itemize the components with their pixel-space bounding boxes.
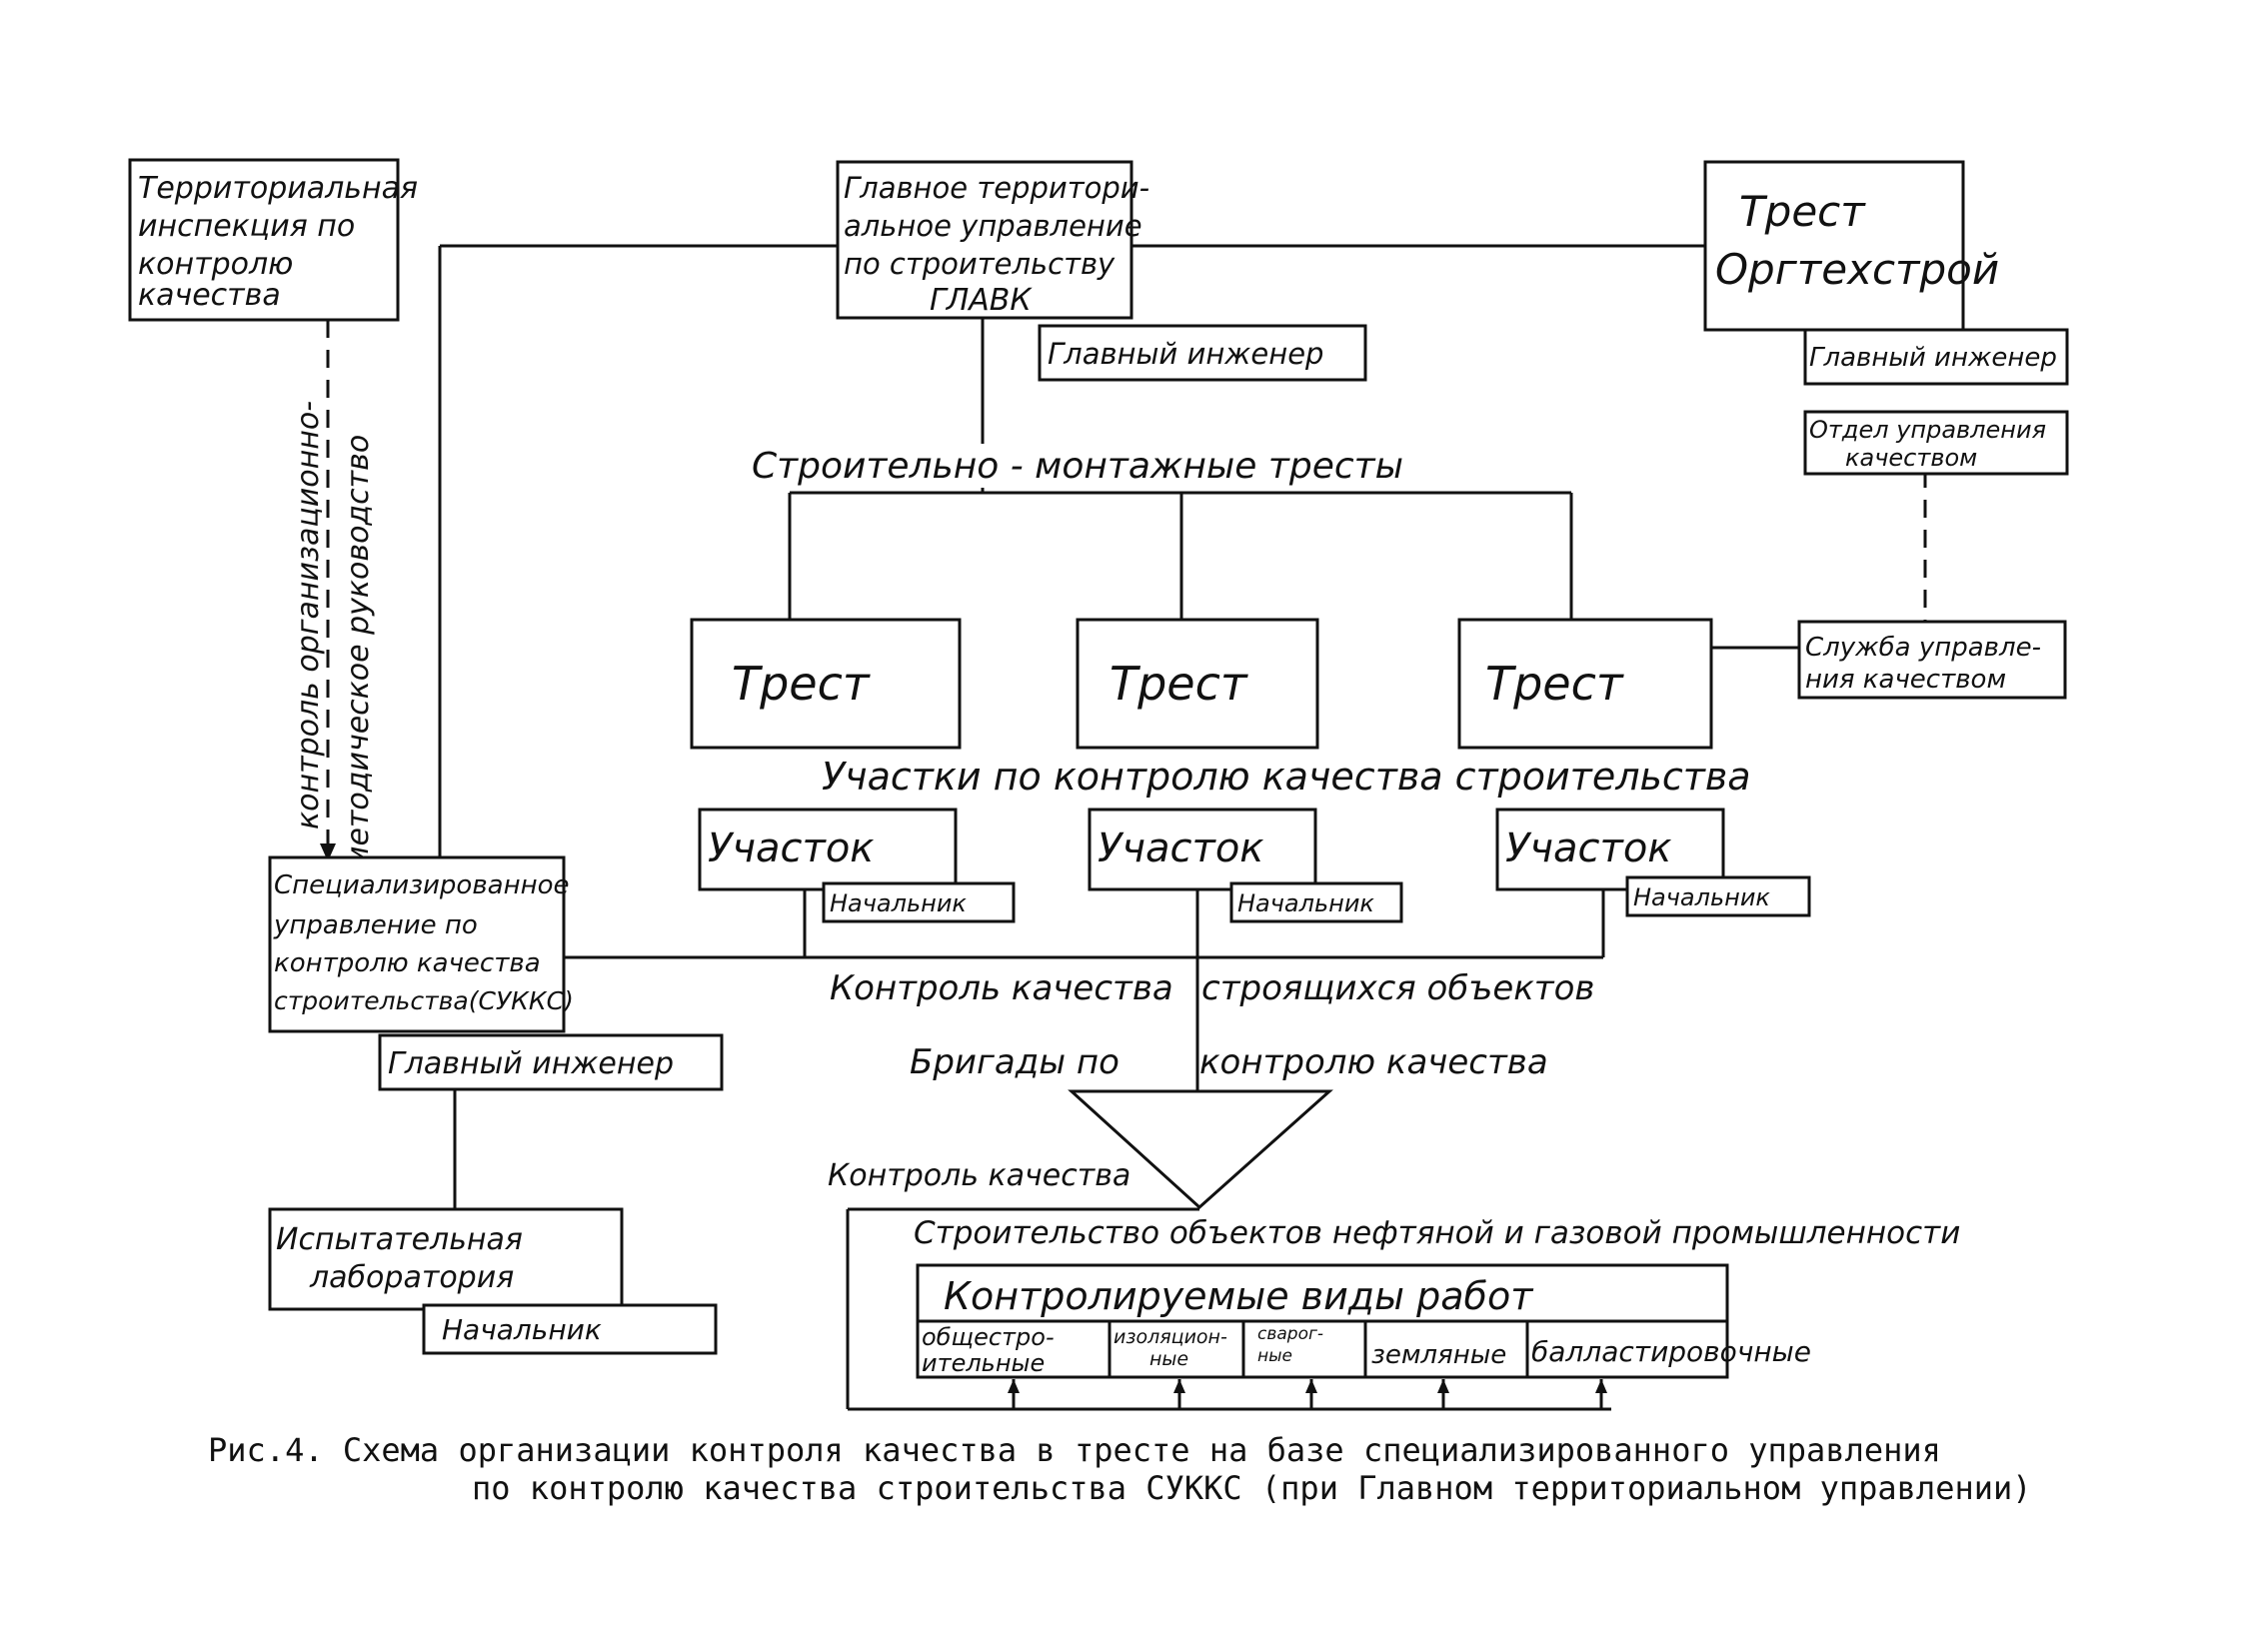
trust-box-2: Трест	[1076, 618, 1319, 750]
glavk-engineer-label: Главный инженер	[1048, 337, 1323, 371]
trust-label-1: Трест	[732, 657, 871, 711]
glavk-engineer-box: Главный инженер	[1038, 324, 1367, 382]
work-type-earth: земляные	[1371, 1340, 1506, 1370]
section-head-box-3: Начальник	[1625, 875, 1811, 917]
work-type-welding-1: сварог-	[1257, 1324, 1323, 1344]
sections-caption: Участки по контролю качества строительст…	[822, 755, 1751, 799]
section-head-label-1: Начальник	[830, 889, 967, 917]
sukks-engineer-label: Главный инженер	[388, 1046, 674, 1081]
control-label-left: Контроль качества	[830, 968, 1173, 1008]
section-label-2: Участок	[1098, 826, 1263, 871]
quality-service-line-2: ния качеством	[1805, 665, 2006, 695]
lab-head-label: Начальник	[442, 1313, 602, 1346]
inspection-line-3: контролю	[138, 247, 293, 282]
sukks-box: Специализированное управление по контрол…	[268, 855, 574, 1033]
caption-line-2: по контролю качества строительства СУККС…	[472, 1469, 2032, 1507]
glavk-box: Главное территори- альное управление по …	[836, 160, 1149, 320]
work-type-welding-2: ные	[1257, 1346, 1292, 1366]
trust-box-1: Трест	[690, 618, 962, 750]
quality-dept-box: Отдел управления качеством	[1803, 410, 2069, 476]
construction-block: Строительство объектов нефтяной и газово…	[848, 1207, 1960, 1251]
work-type-general-2: ительные	[922, 1349, 1045, 1377]
lab-line-1: Испытательная	[276, 1222, 523, 1257]
section-label-1: Участок	[708, 826, 874, 871]
vertical-label-guidance: -методическое руководство	[341, 435, 376, 879]
quality-service-line-1: Служба управле-	[1805, 633, 2041, 663]
section-label-3: Участок	[1505, 826, 1671, 871]
orgtech-engineer-label: Главный инженер	[1809, 343, 2057, 373]
work-types-header: Контролируемые виды работ	[944, 1274, 1534, 1318]
sukks-line-4: строительства(СУККС)	[274, 986, 574, 1015]
section-box-2: Участок	[1088, 808, 1317, 891]
quality-dept-line-2: качеством	[1845, 444, 1977, 472]
construction-label: Строительство объектов нефтяной и газово…	[914, 1215, 1960, 1251]
work-type-arrows	[1008, 1379, 1607, 1409]
work-types-box: Контролируемые виды работ общестро- ител…	[916, 1263, 1811, 1379]
brigades-label-right: контролю качества	[1199, 1042, 1548, 1082]
smt-label: Строительно - монтажные тресты	[752, 446, 1403, 487]
sukks-line-1: Специализированное	[274, 870, 569, 900]
trust-box-3: Трест	[1457, 618, 1713, 750]
orgtechstroy-line-1: Трест	[1739, 187, 1866, 236]
work-type-insulation-1: изоляцион-	[1114, 1326, 1227, 1348]
section-box-3: Участок	[1495, 808, 1725, 891]
trust-label-2: Трест	[1110, 657, 1248, 711]
lab-head-box: Начальник	[422, 1303, 718, 1355]
inspection-line-2: инспекция по	[138, 209, 355, 244]
section-head-box-1: Начальник	[822, 881, 1016, 923]
lab-box: Испытательная лаборатория	[268, 1207, 624, 1311]
caption-line-1: Рис.4. Схема организации контроля качест…	[208, 1431, 1941, 1469]
lab-line-2: лаборатория	[309, 1260, 514, 1295]
work-type-insulation-2: ные	[1149, 1348, 1188, 1370]
quality-service-box: Служба управле- ния качеством	[1797, 620, 2067, 700]
inspection-line-4: качества	[138, 278, 281, 313]
connectors	[320, 244, 1931, 1411]
work-type-general-1: общестро-	[922, 1323, 1055, 1351]
control-quality-label: Контроль качества	[828, 1158, 1130, 1193]
sukks-engineer-box: Главный инженер	[378, 1033, 724, 1091]
trust-label-3: Трест	[1485, 657, 1624, 711]
control-label-right: строящихся объектов	[1201, 968, 1594, 1008]
orgtech-engineer-box: Главный инженер	[1803, 328, 2069, 386]
vertical-label-control: контроль организационно-	[291, 401, 326, 829]
section-head-box-2: Начальник	[1229, 881, 1403, 923]
sukks-line-3: контролю качества	[274, 948, 541, 978]
section-head-label-2: Начальник	[1237, 889, 1374, 917]
quality-dept-line-1: Отдел управления	[1809, 416, 2046, 444]
orgtechstroy-line-2: Оргтехстрой	[1715, 245, 1999, 294]
glavk-line-1: Главное территори-	[844, 171, 1149, 205]
inspection-line-1: Территориальная	[138, 171, 418, 206]
glavk-line-3: по строительству	[844, 247, 1116, 281]
section-head-label-3: Начальник	[1633, 883, 1770, 911]
section-box-1: Участок	[698, 808, 958, 891]
work-type-ballast: балластировочные	[1531, 1335, 1811, 1368]
orgtechstroy-box: Трест Оргтехстрой	[1703, 160, 1999, 332]
brigades-label-left: Бригады по	[910, 1042, 1120, 1082]
sukks-line-2: управление по	[273, 910, 478, 940]
inspection-box: Территориальная инспекция по контролю ка…	[128, 158, 418, 322]
glavk-line-2: альное управление	[844, 209, 1142, 243]
glavk-line-4: ГЛАВК	[930, 283, 1033, 318]
